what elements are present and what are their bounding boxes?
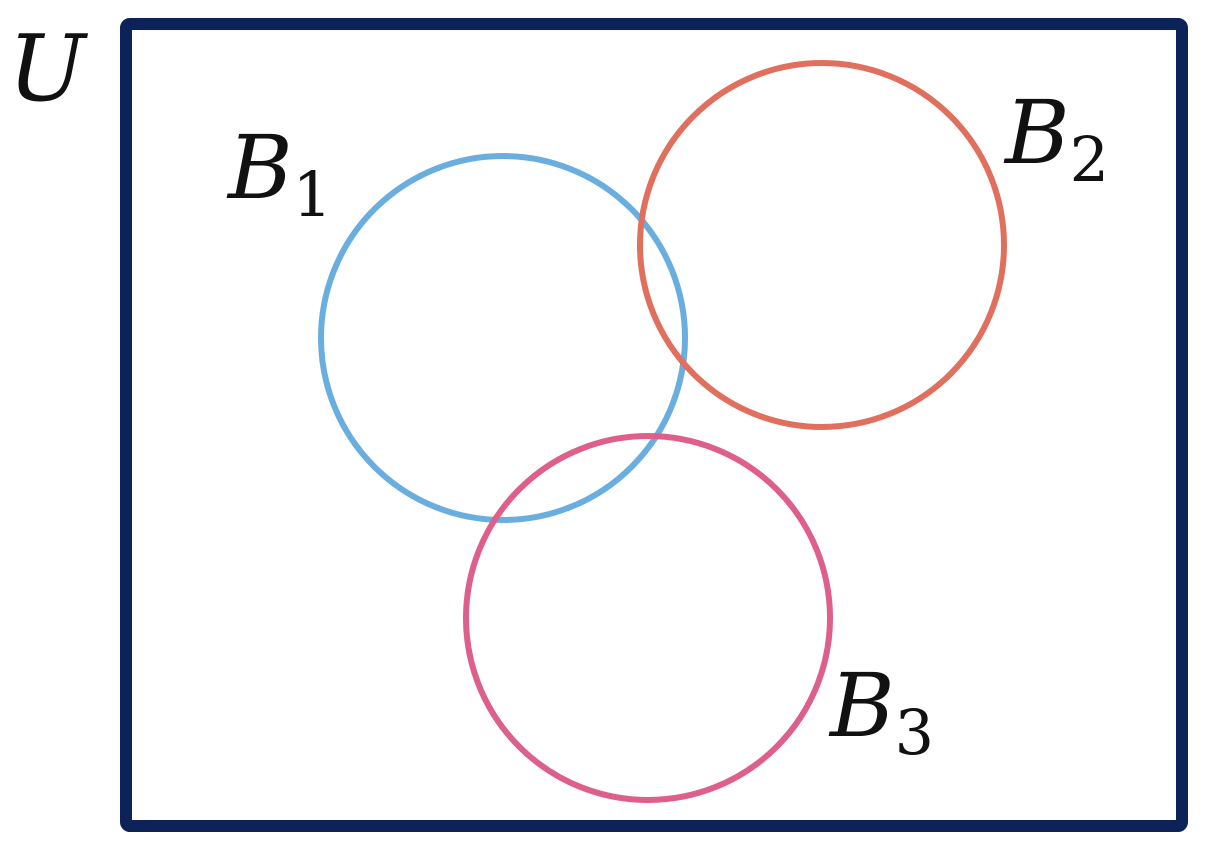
set-b1-circle [318, 153, 688, 523]
set-b3-circle [463, 433, 833, 803]
universe-label: U [8, 15, 89, 122]
set-b2-label: B2 [1003, 81, 1109, 196]
set-b3-label: B3 [828, 654, 934, 769]
set-b2-circle [637, 60, 1007, 430]
universe-box [120, 18, 1188, 832]
set-b1-label: B1 [226, 116, 332, 231]
